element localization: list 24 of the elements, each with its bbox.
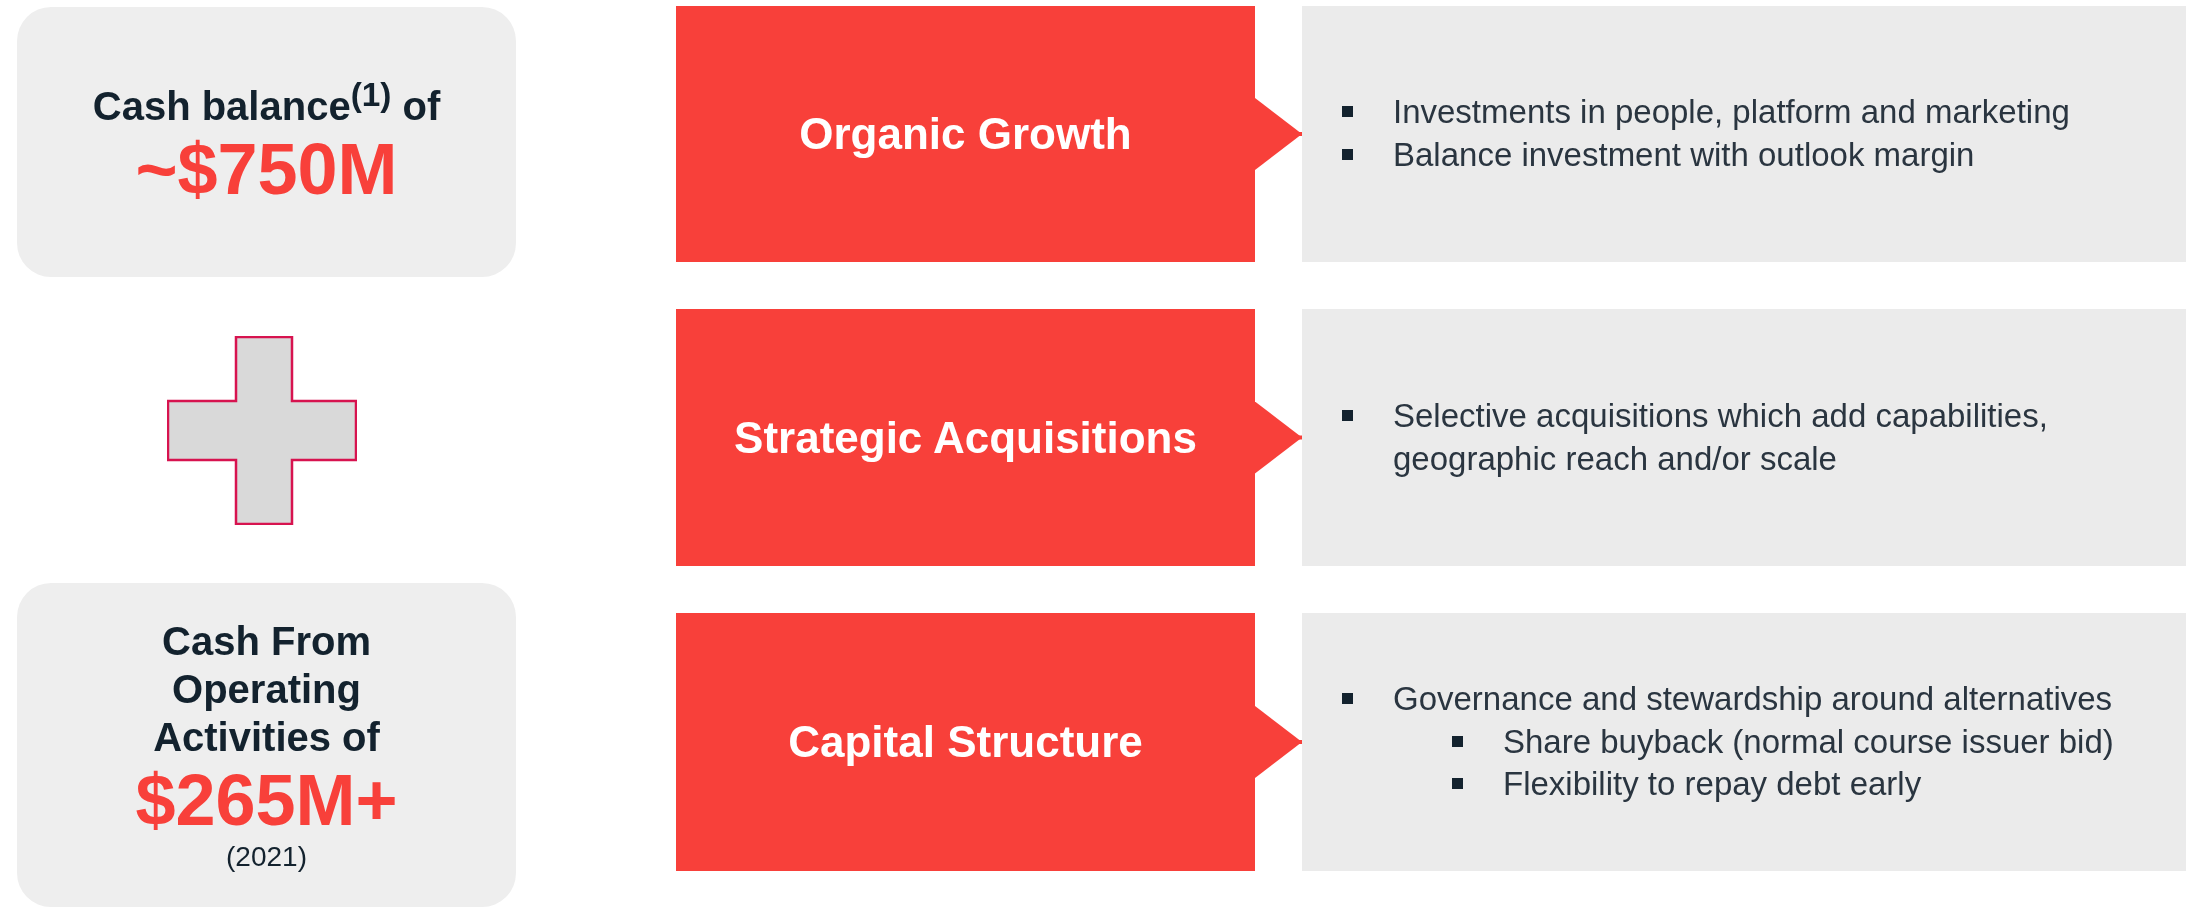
category-box xyxy=(676,6,1255,262)
category-box xyxy=(676,309,1255,566)
chevron-arrow xyxy=(1255,401,1302,474)
category-title: Organic Growth xyxy=(799,109,1132,159)
bullet-text: Investments in people, platform and marketing xyxy=(1393,92,2070,133)
bullet-text: Selective acquisitions which add capabilities, geographic reach and/or scale xyxy=(1393,395,2049,479)
detail-panel xyxy=(1302,6,2186,262)
chevron-arrow xyxy=(1255,98,1302,170)
bullet-text: Share buyback (normal course issuer bid) xyxy=(1503,721,2114,762)
bullet-text: Flexibility to repay debt early xyxy=(1503,764,1922,805)
plus-sign xyxy=(167,336,357,525)
category-title: Strategic Acquisitions xyxy=(734,412,1197,463)
chevron-arrow xyxy=(1255,706,1302,778)
amount-value: ~$750M xyxy=(135,130,398,210)
card-heading: Cash balance$^{(1)}$ of xyxy=(92,74,441,131)
year-note: (2021) xyxy=(226,840,307,873)
category-title: Capital Structure xyxy=(788,717,1143,767)
amount-value: $265M+ xyxy=(135,761,398,841)
detail-panel xyxy=(1302,309,2186,566)
bullet-text: Balance investment with outlook margin xyxy=(1393,135,1975,175)
detail-panel xyxy=(1302,613,2186,871)
category-box xyxy=(676,613,1255,871)
bullet-text: Governance and stewardship around alternatives xyxy=(1393,678,2113,719)
card-heading: Cash From Operating Activities of xyxy=(152,618,381,762)
